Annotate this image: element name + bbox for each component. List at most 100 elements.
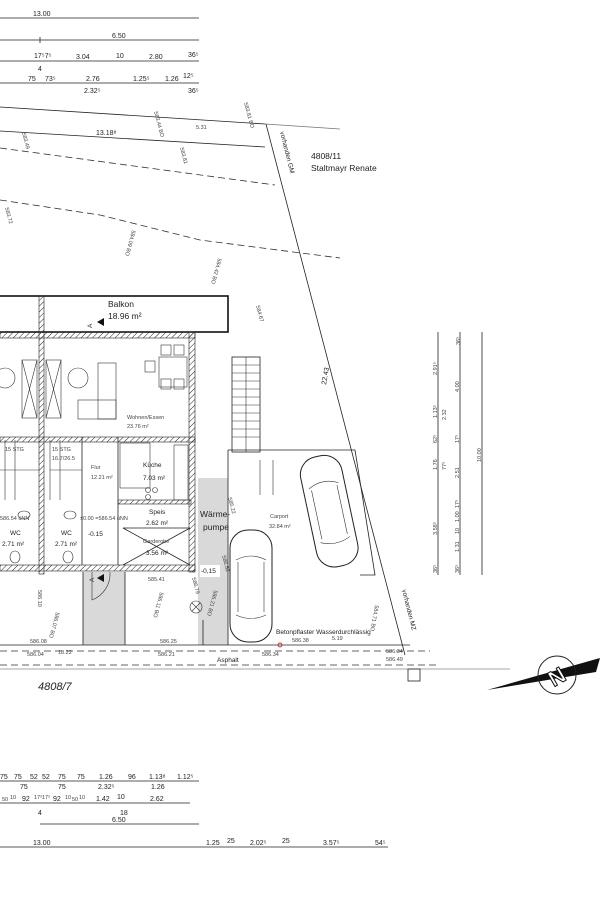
- dim-label: 1.42: [96, 796, 110, 803]
- dim-label: 2.32⁵: [84, 88, 101, 95]
- elevation-label: 586.07 BO: [47, 611, 60, 639]
- dim-label: 1.00: [455, 511, 461, 522]
- dim-label: 50: [72, 797, 78, 803]
- level-outside: -0,15: [201, 568, 216, 575]
- elevation-label: 585.22: [226, 497, 236, 515]
- dim-label: 17⁵7⁵: [34, 53, 52, 60]
- height-label: 586.21: [158, 652, 175, 658]
- dim-label: 10: [116, 53, 124, 60]
- room-area-flur: 12.21 m²: [91, 475, 113, 481]
- boundary-note: vorhanden GM: [278, 131, 295, 174]
- bottom-dimension-chain: 75 75 52 52 75 75 1.26 96 1.13⁸ 1.12⁵ 75…: [0, 774, 388, 848]
- dim-label: 75: [58, 774, 66, 781]
- dim-label: A: [89, 577, 96, 582]
- dim-label: 10: [117, 794, 125, 801]
- dim-label: 3.57⁵: [323, 840, 340, 847]
- room-name-wohnen: Wohnen/Essen: [127, 415, 164, 421]
- parcel-number: 4808/7: [38, 681, 73, 693]
- room-name-kueche: Küche: [143, 462, 162, 469]
- room-area-kueche: 7.03 m²: [143, 475, 166, 482]
- dim-label: 17⁵: [42, 794, 50, 801]
- dim-label: 52: [30, 774, 38, 781]
- dim-label: 1.13⁸: [149, 774, 166, 781]
- dim-label: 3.58⁵: [432, 522, 439, 535]
- room-area-speis: 2.62 m²: [146, 520, 169, 527]
- dim-label: 52: [42, 774, 50, 781]
- level-entrance: -0.15: [88, 531, 103, 538]
- carport: Carport 32.84 m²: [189, 449, 376, 645]
- room-name-wc-left: WC: [10, 530, 21, 537]
- dim-label: 36⁵: [432, 565, 439, 573]
- elevation-label: 584.09 BO: [123, 229, 136, 257]
- dim-label: 75: [28, 76, 36, 83]
- dim-label: 1.26: [151, 784, 165, 791]
- floor-level: ±0.00 =586.54 üNN: [80, 516, 128, 522]
- dim-label: 5.19: [332, 636, 343, 642]
- height-label: 586.34: [262, 652, 279, 658]
- height-label: 586.49: [386, 657, 403, 663]
- asphalt-label: Asphalt: [217, 657, 239, 664]
- dim-label: 12⁵: [183, 73, 194, 80]
- dim-label: 2.80: [149, 54, 163, 61]
- dim-label: 1.76: [433, 459, 439, 470]
- elevation-label: 583.81: [178, 147, 188, 165]
- right-dimension-chain: 36⁵ 2.91⁵ 4.00 1.13⁵ 2.32 62⁵ 17⁵ 1.76 7…: [432, 332, 483, 575]
- height-label: 586.38: [292, 638, 309, 644]
- dim-label: 92: [22, 796, 30, 803]
- elevation-label: 583.81 BO: [242, 102, 255, 130]
- elevation-label: 583.72: [3, 207, 13, 225]
- dim-label: 17⁵: [454, 435, 461, 443]
- dim-label: 2.76: [86, 76, 100, 83]
- floor-level: 586.54 üNN: [0, 516, 29, 522]
- dim-label: 75: [58, 784, 66, 791]
- stair-ratio: 16.7/26.5: [52, 456, 75, 462]
- dim-label: 75: [20, 784, 28, 791]
- external-stair: [231, 356, 261, 453]
- dim-label: 2.91⁵: [432, 362, 439, 375]
- elevation-label: 586.79: [190, 577, 200, 595]
- dim-label: 10: [10, 795, 16, 801]
- height-label: 585.41: [148, 577, 165, 583]
- room-area-garderobe: 3.56 m²: [146, 550, 169, 557]
- room-name-wc: WC: [61, 530, 72, 537]
- elevation-label: 584.42 BO: [209, 257, 222, 285]
- section-marker: A A: [87, 318, 104, 582]
- boundary-length: 22.43: [321, 367, 331, 386]
- street: Betonpflaster Wasserdurchlässig 5.19 Asp…: [0, 572, 510, 693]
- dim-label: 2.02⁵: [250, 840, 267, 847]
- dim-label: 75: [77, 774, 85, 781]
- dim-label: 1.25⁵: [133, 76, 150, 83]
- room-area-wc: 2.71 m²: [55, 541, 78, 548]
- stair-label: 15 STG: [52, 447, 71, 453]
- dim-label: 3.04: [76, 54, 90, 61]
- dim-label: 96: [128, 774, 136, 781]
- dim-label: 1.26: [165, 76, 179, 83]
- dim-label: 36⁵: [188, 88, 199, 95]
- car-icon: [299, 454, 359, 568]
- elevation-label: 586.10: [36, 590, 42, 607]
- height-label: 586.34: [386, 649, 403, 655]
- room-name-flur: Flur: [91, 465, 101, 471]
- room-area-balkon: 18.96 m²: [108, 311, 142, 321]
- dim-label: 25: [282, 838, 290, 845]
- dim-label: 2.32⁵: [98, 784, 115, 791]
- elevation-label: 586.52: [220, 555, 230, 573]
- height-label: 586.08: [30, 639, 47, 645]
- dim-label: 1.31: [455, 541, 461, 552]
- dim-label: 10.00: [477, 448, 483, 462]
- room-area-wohnen: 23.76 m²: [127, 424, 149, 430]
- room-name-garderobe: Garderobe: [143, 539, 169, 545]
- car-icon: [229, 529, 273, 643]
- dim-label: 36⁵: [454, 565, 461, 573]
- dim-label: 54⁵: [375, 840, 386, 847]
- carport-area: 32.84 m²: [269, 524, 291, 530]
- neighbor-owner: Staltmayr Renate: [311, 163, 377, 173]
- dim-label: 10: [455, 528, 461, 534]
- dim-label: 36⁵: [188, 52, 199, 59]
- boundary-length: 5.31: [196, 125, 207, 131]
- dim-label: 73⁵: [45, 76, 56, 83]
- dim-label: 92: [53, 796, 61, 803]
- paved-areas: [83, 478, 228, 645]
- dim-label: 2.51: [455, 467, 461, 478]
